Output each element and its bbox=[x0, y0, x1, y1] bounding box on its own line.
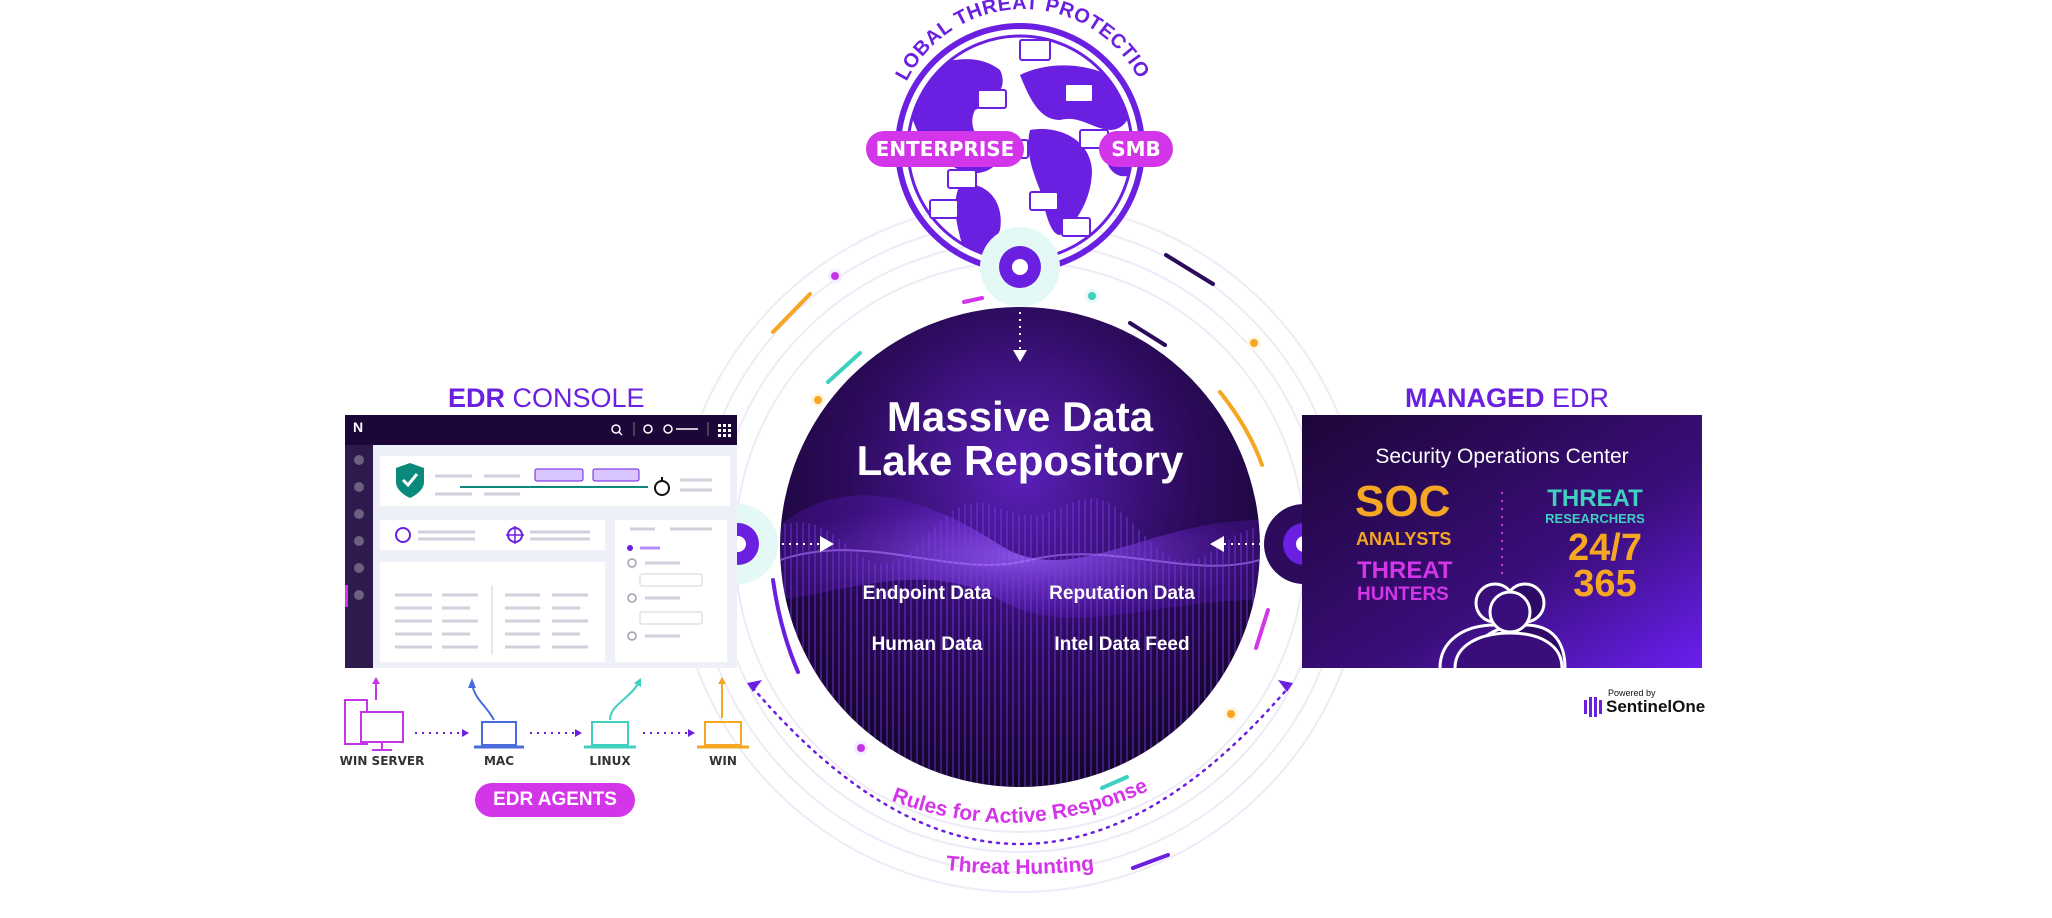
agent-label-linux: LINUX bbox=[589, 754, 631, 768]
enterprise-label: ENTERPRISE bbox=[875, 137, 1015, 161]
managed-edr-heading-light: EDR bbox=[1544, 383, 1610, 413]
console-logo: N bbox=[353, 419, 364, 435]
powered-by-small: Powered by bbox=[1608, 688, 1656, 698]
soc-big-label: SOC bbox=[1355, 477, 1451, 526]
researchers-small-label: RESEARCHERS bbox=[1545, 511, 1645, 526]
agent-label-win-server: WIN SERVER bbox=[339, 754, 425, 768]
edr-console-heading-light: CONSOLE bbox=[505, 383, 645, 413]
managed-edr-heading-strong: MANAGED bbox=[1405, 383, 1545, 413]
smb-badge: SMB bbox=[1099, 131, 1173, 167]
data-lake-title-line1: Massive Data bbox=[886, 393, 1154, 440]
edr-console-heading-strong: EDR bbox=[448, 383, 506, 413]
table-lines bbox=[395, 593, 588, 649]
grid-icon bbox=[718, 424, 731, 437]
laptop-icon bbox=[697, 677, 749, 749]
hunters-big-label: THREAT bbox=[1357, 557, 1453, 584]
agent-label-win: WIN bbox=[709, 754, 737, 768]
agent-label-mac: MAC bbox=[483, 754, 515, 768]
globe-device-icons bbox=[929, 39, 1109, 237]
right-panel-icons bbox=[627, 558, 703, 641]
smb-label: SMB bbox=[1111, 137, 1161, 161]
human-data-label: Human Data bbox=[871, 634, 983, 655]
console-toolbar-icons bbox=[611, 422, 709, 436]
top-card-lines bbox=[435, 474, 712, 496]
hunters-small-label: HUNTERS bbox=[1357, 584, 1449, 605]
response-arc bbox=[747, 680, 1293, 846]
people-icon bbox=[1438, 582, 1567, 669]
sidebar-dots bbox=[354, 455, 364, 600]
decorative-dots bbox=[811, 269, 1261, 755]
data-lake-title-line2: Lake Repository bbox=[856, 437, 1184, 484]
data-lake-circle bbox=[780, 305, 1260, 787]
edr-agents-badge: EDR AGENTS bbox=[475, 783, 635, 817]
soc-small-label: ANALYSTS bbox=[1356, 529, 1452, 549]
availability-line1: 24/7 bbox=[1568, 527, 1642, 569]
laptop-icon bbox=[468, 678, 524, 749]
edr-console-heading: EDR CONSOLE bbox=[448, 383, 645, 414]
availability-label: 24/7 365 bbox=[1550, 527, 1660, 605]
intel-data-feed-label: Intel Data Feed bbox=[1054, 634, 1190, 655]
availability-line2: 365 bbox=[1573, 563, 1637, 605]
edr-agents-label: EDR AGENTS bbox=[493, 789, 617, 810]
server-desktop-icon bbox=[344, 677, 404, 751]
endpoint-data-label: Endpoint Data bbox=[862, 583, 992, 604]
soc-panel-title: Security Operations Center bbox=[1375, 445, 1629, 468]
data-lake-title: Massive Data Lake Repository bbox=[820, 395, 1220, 483]
agents-row bbox=[344, 677, 749, 751]
clock-icon bbox=[395, 527, 411, 543]
hunting-arc-label: Threat Hunting bbox=[945, 852, 1095, 879]
managed-edr-panel bbox=[1302, 415, 1702, 669]
powered-by-brand: SentinelOne bbox=[1606, 697, 1706, 716]
edr-console-window bbox=[345, 415, 737, 668]
managed-edr-heading: MANAGED EDR bbox=[1405, 383, 1625, 414]
right-panel-lines bbox=[630, 527, 712, 638]
enterprise-badge: ENTERPRISE bbox=[866, 131, 1024, 167]
sentinelone-logo-icon bbox=[1584, 697, 1602, 717]
researchers-big-label: THREAT bbox=[1547, 485, 1643, 512]
decorative-arcs bbox=[771, 253, 1270, 870]
reputation-data-label: Reputation Data bbox=[1049, 583, 1195, 604]
laptop-icon bbox=[584, 678, 641, 749]
